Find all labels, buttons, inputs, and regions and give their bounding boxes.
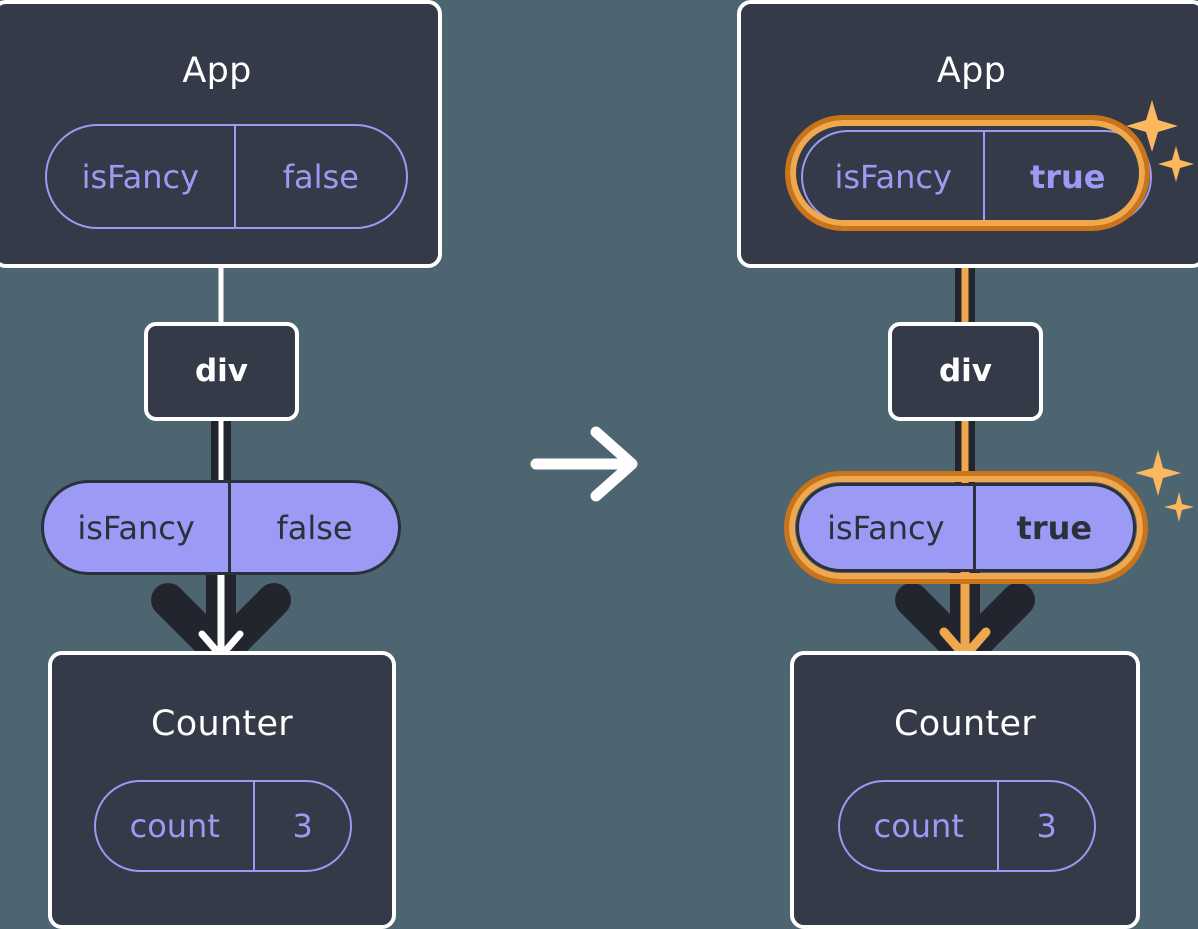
app-box-after: App isFancy true <box>737 0 1198 268</box>
passed-prop-pill-after: isFancy true <box>796 483 1136 572</box>
app-prop-name-before: isFancy <box>81 157 200 196</box>
counter-title-after: Counter <box>894 704 1036 744</box>
counter-box-after: Counter count 3 <box>790 651 1140 929</box>
passed-prop-value-before: false <box>228 483 398 572</box>
counter-state-value-after: 3 <box>997 782 1094 870</box>
app-title-after: App <box>936 51 1007 91</box>
app-box-before: App isFancy false <box>0 0 442 268</box>
app-prop-value-before: false <box>233 126 406 227</box>
edge-prop-to-counter-left <box>151 570 291 670</box>
passed-prop-value-after: true <box>972 486 1133 569</box>
counter-state-name-after: count <box>873 807 964 845</box>
counter-state-name-before: count <box>129 807 220 845</box>
edge-prop-to-counter-right <box>895 570 1035 670</box>
app-prop-value-after: true <box>983 132 1150 222</box>
div-node-label-before: div <box>194 353 249 389</box>
counter-title-before: Counter <box>151 704 293 744</box>
passed-prop-pill-before: isFancy false <box>41 480 401 575</box>
transition-arrow-right-icon <box>530 426 638 502</box>
app-prop-name-after: isFancy <box>834 158 952 196</box>
counter-state-pill-before: count 3 <box>94 780 352 872</box>
counter-box-before: Counter count 3 <box>48 651 396 929</box>
passed-prop-name-before: isFancy <box>77 508 195 547</box>
app-prop-pill-after: isFancy true <box>801 130 1152 224</box>
app-prop-pill-before: isFancy false <box>45 124 408 229</box>
div-node-label-after: div <box>938 353 993 389</box>
app-title-before: App <box>182 51 252 91</box>
div-node-after: div <box>888 322 1043 421</box>
div-node-before: div <box>144 322 299 421</box>
counter-state-value-before: 3 <box>253 782 350 870</box>
passed-prop-name-after: isFancy <box>827 508 945 547</box>
counter-state-pill-after: count 3 <box>838 780 1096 872</box>
